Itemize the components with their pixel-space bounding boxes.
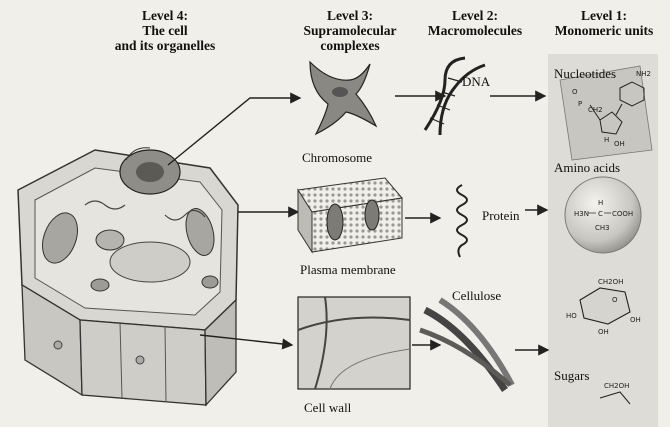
svg-text:C: C bbox=[598, 210, 603, 218]
svg-text:CH2OH: CH2OH bbox=[604, 382, 629, 390]
svg-text:NH2: NH2 bbox=[636, 70, 651, 78]
label-sugars: Sugars bbox=[554, 368, 589, 384]
svg-text:OH: OH bbox=[598, 328, 609, 336]
svg-text:CH2: CH2 bbox=[588, 106, 603, 114]
sugar-structure: CH2OH O HO OH OH CH2OH bbox=[566, 278, 641, 404]
amino-acid-structure: H3N C COOH H CH3 bbox=[565, 177, 641, 253]
cell-wall-illustration bbox=[298, 297, 410, 389]
chromosome-illustration bbox=[310, 62, 376, 134]
arrow-cell-chromosome bbox=[168, 98, 300, 165]
svg-text:P: P bbox=[578, 100, 582, 108]
label-cellulose: Cellulose bbox=[452, 288, 501, 304]
label-plasma-membrane: Plasma membrane bbox=[300, 262, 396, 278]
label-dna: DNA bbox=[462, 74, 490, 90]
svg-text:OH: OH bbox=[630, 316, 641, 324]
svg-text:O: O bbox=[612, 296, 618, 304]
plasma-membrane-illustration bbox=[298, 178, 402, 252]
svg-text:H3N: H3N bbox=[574, 210, 589, 218]
svg-text:O: O bbox=[572, 88, 578, 96]
protein-illustration bbox=[457, 185, 467, 257]
svg-text:CH3: CH3 bbox=[595, 224, 610, 232]
svg-text:OH: OH bbox=[614, 140, 625, 148]
label-protein: Protein bbox=[482, 208, 520, 224]
cell-illustration bbox=[18, 148, 238, 405]
svg-text:H: H bbox=[604, 136, 609, 144]
label-chromosome: Chromosome bbox=[302, 150, 372, 166]
svg-text:HO: HO bbox=[566, 312, 577, 320]
label-nucleotides: Nucleotides bbox=[554, 66, 616, 82]
svg-text:H: H bbox=[598, 199, 603, 207]
label-cell-wall: Cell wall bbox=[304, 400, 351, 416]
svg-text:COOH: COOH bbox=[612, 210, 633, 218]
label-amino-acids: Amino acids bbox=[554, 160, 620, 176]
svg-text:CH2OH: CH2OH bbox=[598, 278, 623, 286]
